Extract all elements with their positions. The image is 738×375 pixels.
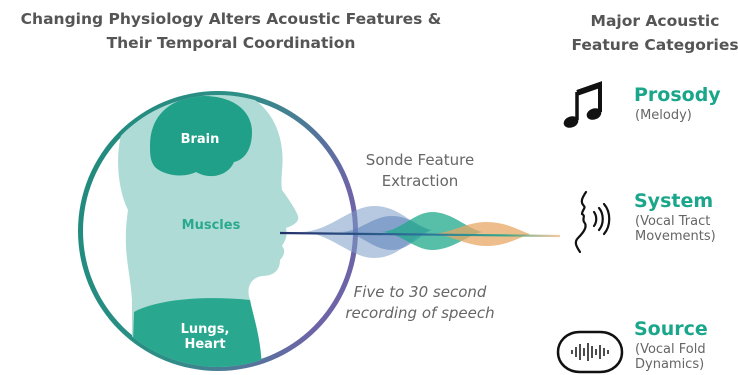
recording-label: Five to 30 second recording of speech	[340, 282, 500, 324]
lungs-heart-label: Lungs, Heart	[165, 322, 245, 352]
category-system-name: System	[634, 190, 713, 212]
speaking-face-icon	[576, 192, 609, 252]
speech-bubble-waveform-icon	[558, 332, 622, 372]
extraction-label: Sonde Feature Extraction	[350, 150, 490, 192]
category-system-desc: (Vocal Tract Movements)	[635, 214, 716, 244]
category-prosody-name: Prosody	[634, 84, 721, 106]
brain-label: Brain	[170, 132, 230, 147]
category-source-desc: (Vocal Fold Dynamics)	[635, 342, 706, 372]
category-prosody-desc: (Melody)	[635, 108, 692, 123]
muscles-label: Muscles	[166, 218, 256, 233]
music-note-icon	[562, 82, 603, 130]
category-source-name: Source	[634, 318, 708, 340]
